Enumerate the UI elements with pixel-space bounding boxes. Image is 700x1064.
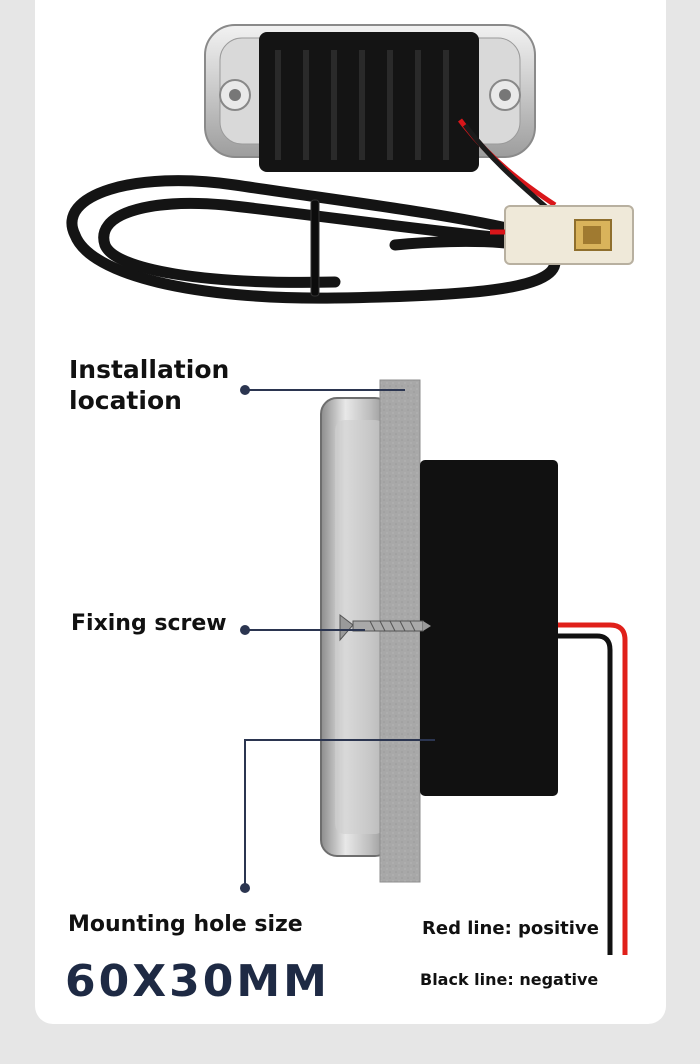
- installation-diagram: [240, 379, 628, 955]
- lamp-product-photo: [66, 24, 634, 304]
- wire-connector-icon: [504, 205, 634, 265]
- label-red-line: Red line: positive: [422, 918, 599, 939]
- content-card: Installation location Fixing screw Mount…: [35, 0, 666, 1024]
- label-fixing-screw: Fixing screw: [71, 611, 227, 636]
- screw-icon: [339, 613, 431, 642]
- label-mounting-hole-size: Mounting hole size: [68, 912, 303, 937]
- label-black-line: Black line: negative: [420, 970, 599, 989]
- label-installation-location: Installation location: [69, 355, 230, 415]
- mounting-hole-value: 60X30MM: [65, 956, 330, 1007]
- device-housing: [420, 460, 558, 796]
